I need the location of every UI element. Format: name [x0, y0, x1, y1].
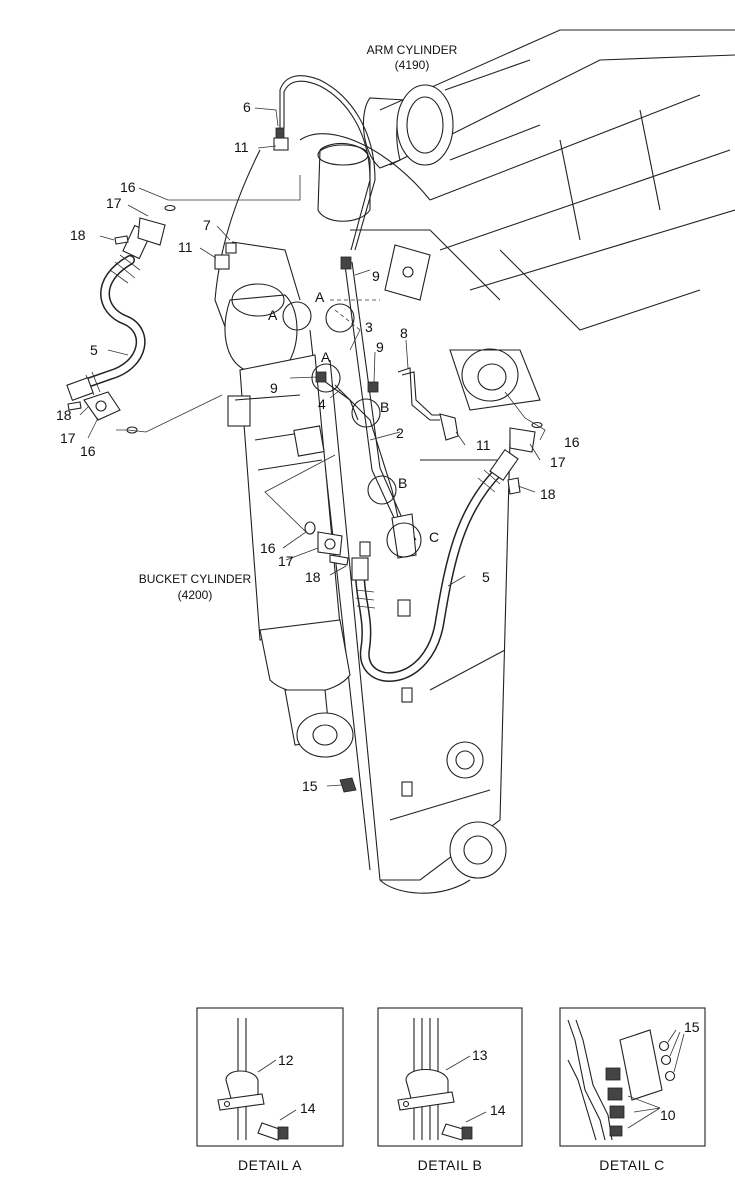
detail-b-part-13[interactable]: 13	[472, 1047, 488, 1063]
bucket-cylinder-title: BUCKET CYLINDER	[139, 572, 252, 586]
callout-9[interactable]: 9	[376, 339, 384, 355]
marker-circle-a3[interactable]	[311, 363, 341, 393]
arm-cylinder-title: ARM CYLINDER	[367, 43, 458, 57]
leader-lines	[79, 107, 546, 787]
callout-18[interactable]: 18	[540, 486, 556, 502]
callout-18[interactable]: 18	[305, 569, 321, 585]
callout-16[interactable]: 16	[260, 540, 276, 556]
arm-cylinder-code: (4190)	[395, 58, 430, 72]
callout-9[interactable]: 9	[372, 268, 380, 284]
marker-circle-a1[interactable]	[282, 301, 312, 331]
callout-11[interactable]: 11	[178, 239, 193, 255]
marker-a[interactable]: A	[315, 289, 325, 305]
marker-a[interactable]: A	[321, 349, 331, 365]
arm-structure	[214, 29, 735, 894]
callout-9[interactable]: 9	[270, 380, 278, 396]
callout-16[interactable]: 16	[120, 179, 136, 195]
bucket-cylinder-code: (4200)	[178, 588, 213, 602]
detail-c-part-10[interactable]: 10	[660, 1107, 676, 1123]
marker-circle-b1[interactable]	[351, 398, 381, 428]
callout-18[interactable]: 18	[70, 227, 86, 243]
detail-c-frame	[559, 1007, 706, 1147]
callout-16[interactable]: 16	[564, 434, 580, 450]
detail-c-part-15[interactable]: 15	[684, 1019, 700, 1035]
detail-b-caption: DETAIL B	[418, 1157, 483, 1173]
marker-b[interactable]: B	[380, 399, 389, 415]
callout-17[interactable]: 17	[550, 454, 566, 470]
callout-11[interactable]: 11	[476, 437, 491, 453]
callout-2[interactable]: 2	[396, 425, 404, 441]
callout-17[interactable]: 17	[60, 430, 76, 446]
hoses	[66, 224, 519, 683]
callout-4[interactable]: 4	[318, 396, 326, 412]
callout-8[interactable]: 8	[400, 325, 408, 341]
callout-6[interactable]: 6	[243, 99, 251, 115]
detail-a: 12 14 DETAIL A	[196, 1007, 344, 1173]
callout-5[interactable]: 5	[482, 569, 490, 585]
bucket-cylinder	[224, 283, 354, 758]
callout-5[interactable]: 5	[90, 342, 98, 358]
marker-a[interactable]: A	[268, 307, 278, 323]
detail-a-caption: DETAIL A	[238, 1157, 302, 1173]
callout-7[interactable]: 7	[203, 217, 211, 233]
marker-circle-c1[interactable]	[386, 522, 422, 558]
callout-17[interactable]: 17	[106, 195, 122, 211]
callout-16[interactable]: 16	[80, 443, 96, 459]
titles: ARM CYLINDER (4190) BUCKET CYLINDER (420…	[139, 43, 458, 602]
callout-18[interactable]: 18	[56, 407, 72, 423]
detail-a-frame	[196, 1007, 344, 1147]
detail-markers	[282, 301, 422, 558]
fittings	[67, 127, 543, 797]
detail-a-part-14[interactable]: 14	[300, 1100, 316, 1116]
marker-letters: A A A B B C	[268, 289, 439, 545]
marker-b[interactable]: B	[398, 475, 407, 491]
marker-circle-b2[interactable]	[367, 475, 397, 505]
callouts: 6 11 16 17 18 7 11 9 5 3 8 9 9 4 18 17 1…	[56, 99, 580, 794]
detail-a-part-12[interactable]: 12	[278, 1052, 294, 1068]
marker-circle-a2[interactable]	[325, 303, 355, 333]
marker-c[interactable]: C	[429, 529, 439, 545]
callout-17[interactable]: 17	[278, 553, 294, 569]
callout-11[interactable]: 11	[234, 139, 249, 155]
detail-b-frame	[377, 1007, 523, 1147]
detail-b-part-14[interactable]: 14	[490, 1102, 506, 1118]
callout-15[interactable]: 15	[302, 778, 318, 794]
detail-c: 15 10 DETAIL C	[559, 1007, 706, 1173]
callout-3[interactable]: 3	[365, 319, 373, 335]
detail-c-caption: DETAIL C	[599, 1157, 664, 1173]
detail-b: 13 14 DETAIL B	[377, 1007, 523, 1173]
